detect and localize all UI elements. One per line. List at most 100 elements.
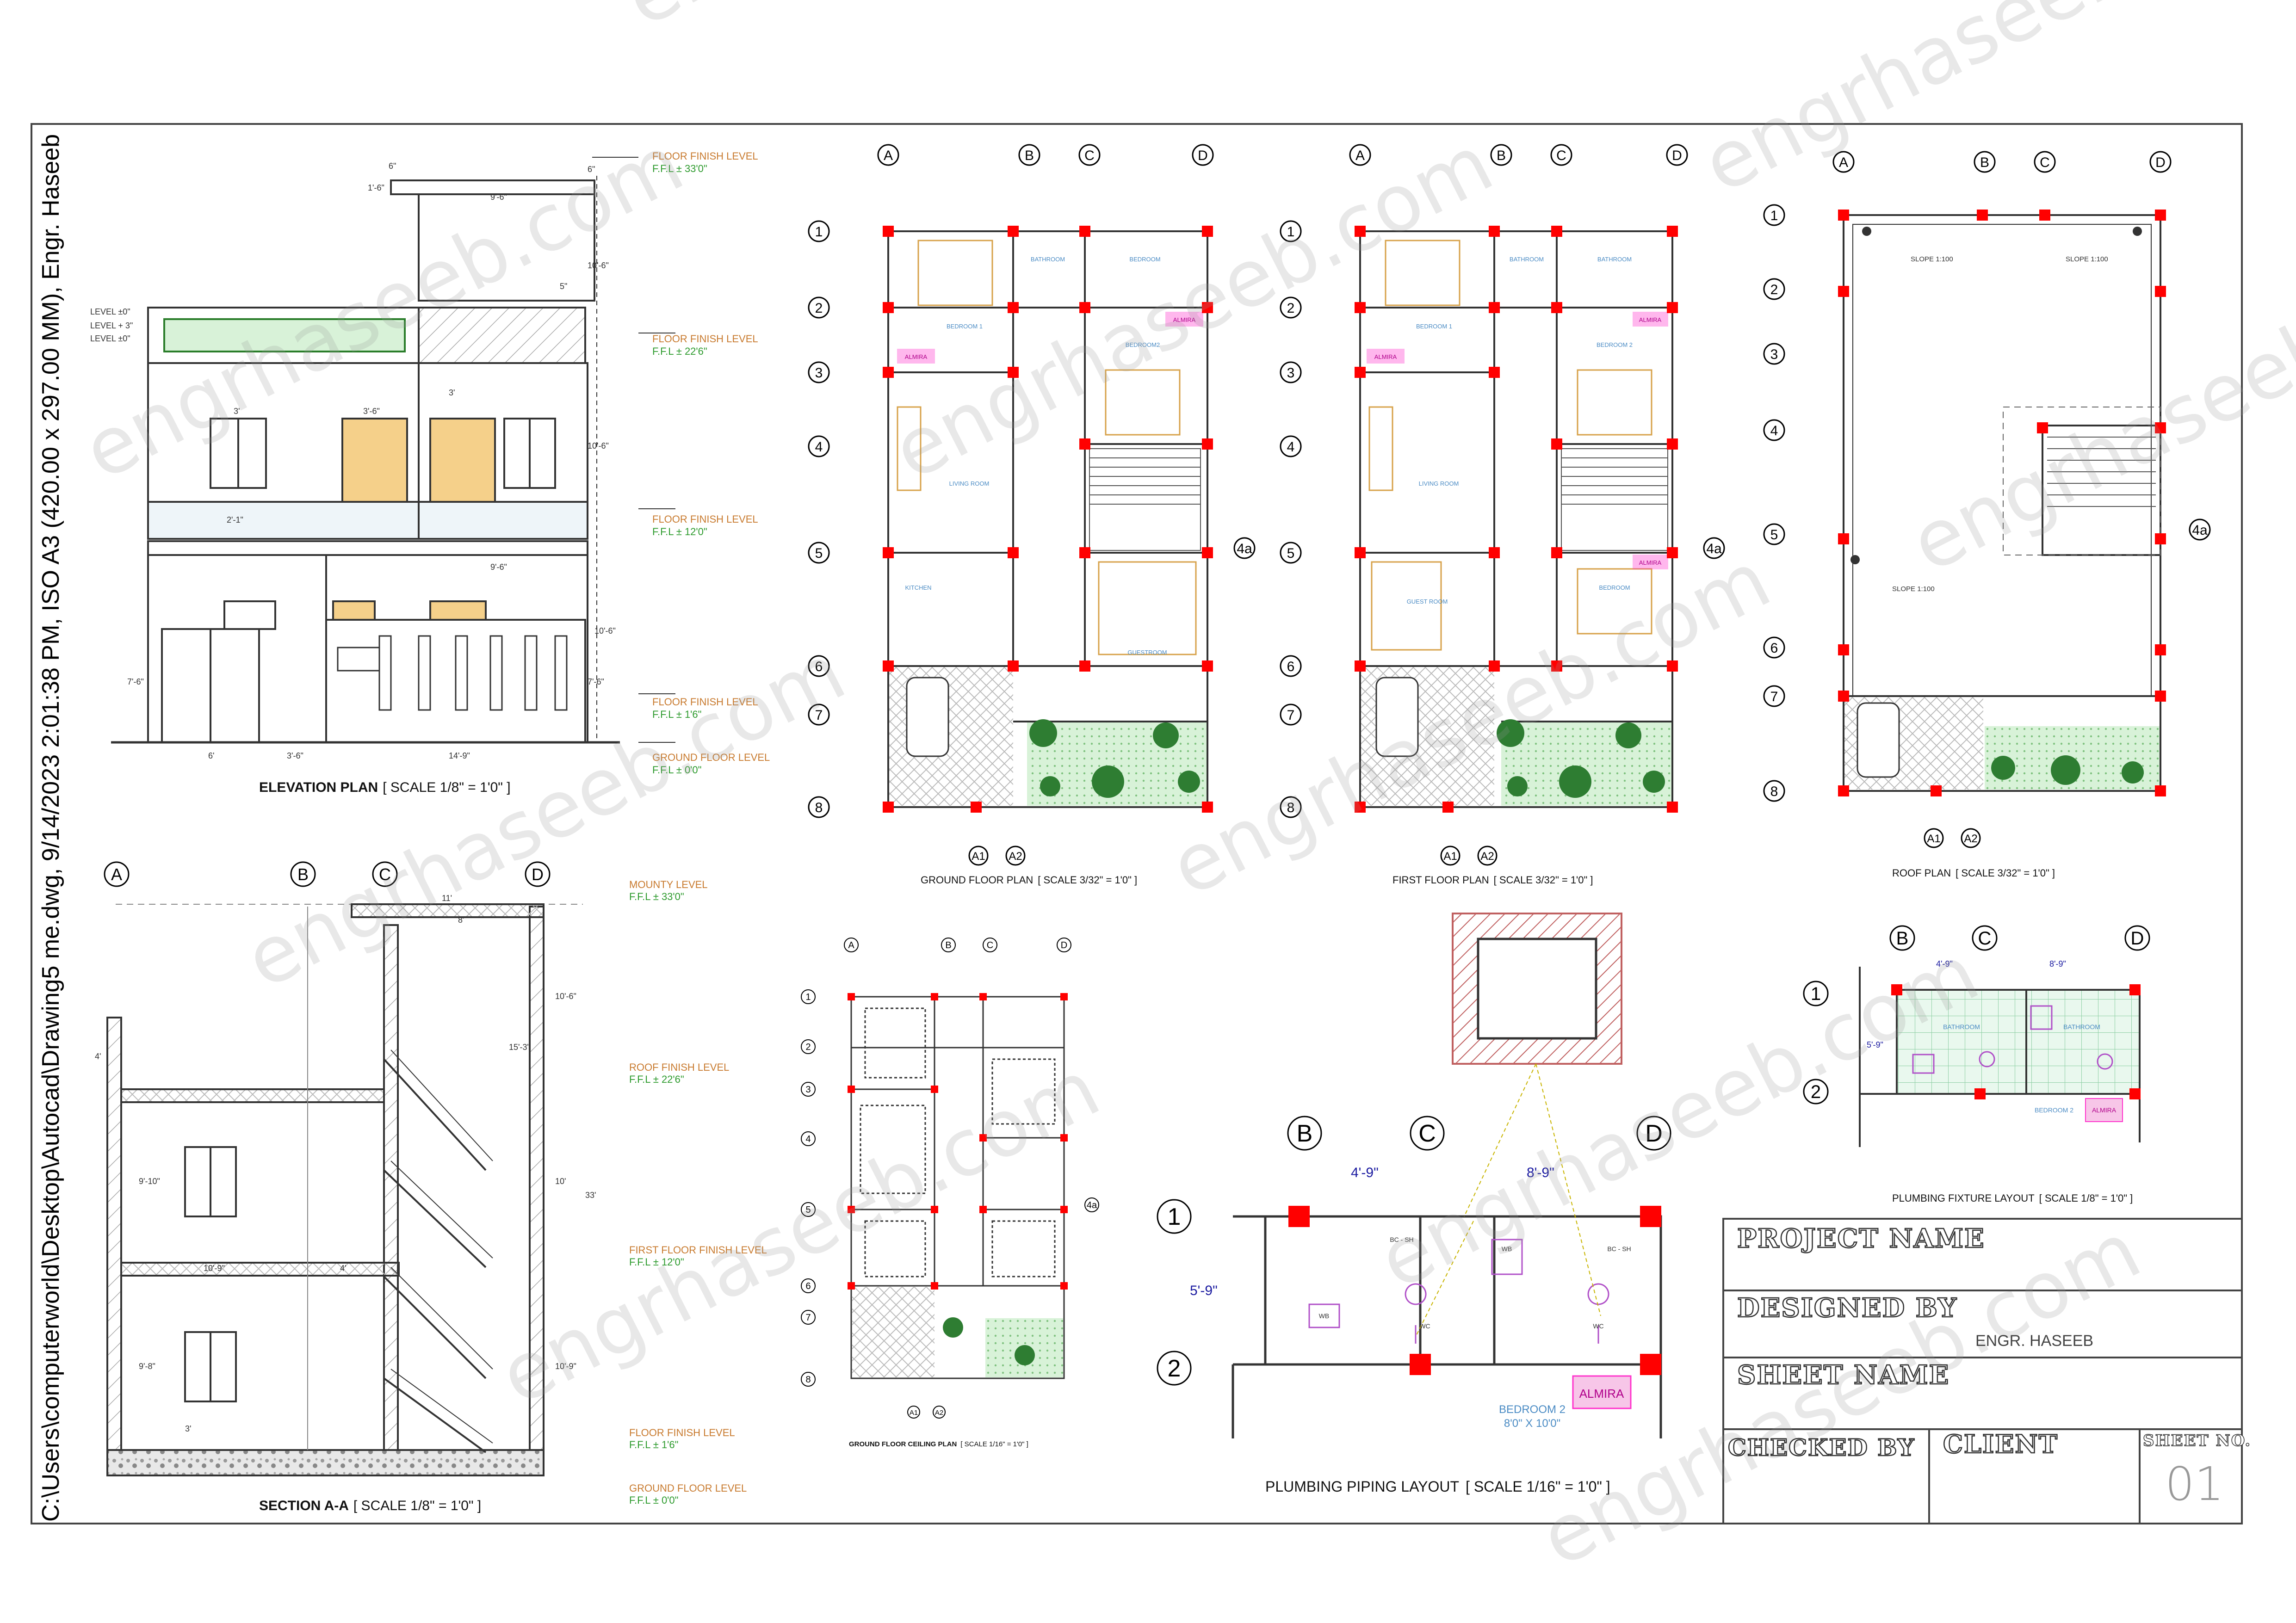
svg-text:3: 3 [1287,365,1295,381]
section-title: SECTION A-A[ SCALE 1/8" = 1'0" ] [259,1498,481,1513]
svg-text:D: D [1672,148,1682,163]
svg-text:C: C [1556,148,1566,163]
svg-text:A: A [1839,155,1848,170]
ceiling-plan [850,996,1065,1379]
svg-text:9'-6": 9'-6" [490,192,507,202]
project-name-label: PROJECT NAME [1737,1223,1985,1255]
svg-text:5: 5 [815,546,823,561]
svg-text:A2: A2 [1964,833,1977,845]
elev-level-2-name: FLOOR FINISH LEVEL [652,333,758,345]
svg-text:2: 2 [815,301,823,316]
svg-text:4a: 4a [2192,523,2208,538]
plumbing-piping-title: PLUMBING PIPING LAYOUT[ SCALE 1/16" = 1'… [1265,1478,1610,1495]
plumbing-almira-tag: ALMIRA [1579,1387,1624,1401]
svg-text:3'-6": 3'-6" [363,407,380,416]
svg-text:1: 1 [1168,1203,1181,1230]
svg-text:2'-1": 2'-1" [227,515,243,525]
svg-text:4a: 4a [1087,1200,1097,1210]
svg-text:D: D [2155,155,2166,170]
svg-text:A2: A2 [1480,850,1494,863]
elevation-view [111,157,675,744]
svg-text:1: 1 [1770,208,1778,223]
plumbing-fixture-plan [1859,967,2141,1147]
elev-level-1-value: F.F.L ± 33'0" [652,163,707,174]
svg-text:4'-9": 4'-9" [1351,1165,1379,1180]
svg-text:BEDROOM: BEDROOM [1599,584,1630,591]
svg-text:8: 8 [1770,784,1778,799]
ground-floor-grid-heads: A B C D 1 2 3 4 5 6 7 8 4a A1 A2 [808,144,1256,866]
svg-text:A1: A1 [910,1409,918,1417]
plumbing-piping-plan [1232,913,1662,1438]
roof-notes: SLOPE 1:100 SLOPE 1:100 SLOPE 1:100 [1892,255,2108,593]
svg-text:6": 6" [588,165,595,174]
svg-text:F.F.L ± 0'0": F.F.L ± 0'0" [629,1494,678,1506]
elevation-title: ELEVATION PLAN[ SCALE 1/8" = 1'0" ] [259,780,511,795]
svg-text:2: 2 [1770,282,1778,297]
ceiling-title: GROUND FLOOR CEILING PLAN[ SCALE 1/16" =… [849,1440,1028,1448]
svg-text:B: B [1025,148,1034,163]
svg-text:10'-6": 10'-6" [594,626,616,636]
svg-text:2: 2 [1811,1082,1821,1102]
sheet-border [31,123,2243,1524]
svg-text:8'-9": 8'-9" [2049,959,2066,969]
svg-text:ALMIRA: ALMIRA [1639,316,1662,323]
plumbing-room-label: BEDROOM 2 [1499,1403,1566,1416]
svg-text:6: 6 [805,1281,811,1291]
svg-text:6: 6 [1770,641,1778,656]
svg-text:BEDROOM2: BEDROOM2 [1126,341,1160,348]
svg-text:4a: 4a [1237,541,1252,556]
svg-text:3'-6": 3'-6" [287,751,303,760]
svg-text:A: A [1355,148,1365,163]
svg-text:7: 7 [1287,708,1295,723]
svg-text:15'-3": 15'-3" [509,1043,530,1052]
svg-text:GROUND FLOOR LEVEL: GROUND FLOOR LEVEL [629,1482,747,1494]
svg-text:F.F.L ± 12'0": F.F.L ± 12'0" [629,1256,684,1268]
svg-text:10'-6": 10'-6" [588,441,609,450]
svg-text:BEDROOM 1: BEDROOM 1 [1416,323,1452,330]
svg-text:C: C [987,940,993,950]
svg-text:BATHROOM: BATHROOM [1943,1023,1980,1031]
svg-text:5: 5 [1770,527,1778,543]
ground-floor-title: GROUND FLOOR PLAN[ SCALE 3/32" = 1'0" ] [921,874,1137,886]
checked-by-label: CHECKED BY [1727,1433,1915,1462]
ceiling-columns [848,993,1068,1290]
title-block [1722,1218,2243,1524]
svg-text:C: C [1978,928,1992,949]
svg-text:F.F.L ± 22'6": F.F.L ± 22'6" [629,1074,684,1085]
plumbing-piping-grid-heads: B C D 1 2 [1157,1116,1671,1386]
svg-text:A2: A2 [935,1409,943,1417]
svg-text:4: 4 [815,439,823,455]
svg-text:WB: WB [1502,1245,1512,1253]
elevation-dims: 6" 1'-6" 9'-6" 6" 5" 10'-6" 10'-6" 3' 3'… [90,161,616,760]
svg-text:SLOPE 1:100: SLOPE 1:100 [1892,585,1935,593]
svg-text:KITCHEN: KITCHEN [905,584,931,591]
section-level-labels: MOUNTY LEVEL F.F.L ± 33'0" ROOF FINISH L… [629,879,767,1506]
svg-text:ALMIRA: ALMIRA [1639,559,1662,566]
svg-text:2: 2 [805,1042,811,1052]
svg-text:7: 7 [815,708,823,723]
svg-text:FIRST FLOOR FINISH LEVEL: FIRST FLOOR FINISH LEVEL [629,1244,767,1256]
svg-text:B: B [1980,155,1989,170]
svg-text:6: 6 [1287,659,1295,674]
svg-text:1: 1 [1811,984,1821,1004]
svg-text:A1: A1 [1927,833,1940,845]
plumbing-fixture-columns [1891,984,2141,1099]
svg-text:BATHROOM: BATHROOM [1031,256,1065,263]
plumbing-fixture-labels: 4'-9" 8'-9" 5'-9" [1867,959,2066,1049]
elev-level-4-name: FLOOR FINISH LEVEL [652,696,758,708]
svg-text:3: 3 [805,1085,811,1095]
svg-text:D: D [1645,1120,1663,1147]
svg-text:FLOOR FINISH LEVEL: FLOOR FINISH LEVEL [629,1427,735,1438]
svg-text:BC - SH: BC - SH [1390,1236,1413,1243]
svg-text:WB: WB [1319,1312,1330,1320]
sheet-no-label: SHEET NO. [2142,1431,2252,1450]
svg-text:8: 8 [815,800,823,815]
svg-text:SLOPE 1:100: SLOPE 1:100 [2066,255,2108,263]
svg-text:D: D [2131,928,2144,949]
svg-text:B: B [945,940,951,950]
svg-text:D: D [532,865,544,884]
svg-text:4: 4 [805,1134,811,1144]
svg-text:LEVEL ±0": LEVEL ±0" [90,307,130,316]
svg-text:B: B [1497,148,1506,163]
roof-plan [1843,214,2161,792]
